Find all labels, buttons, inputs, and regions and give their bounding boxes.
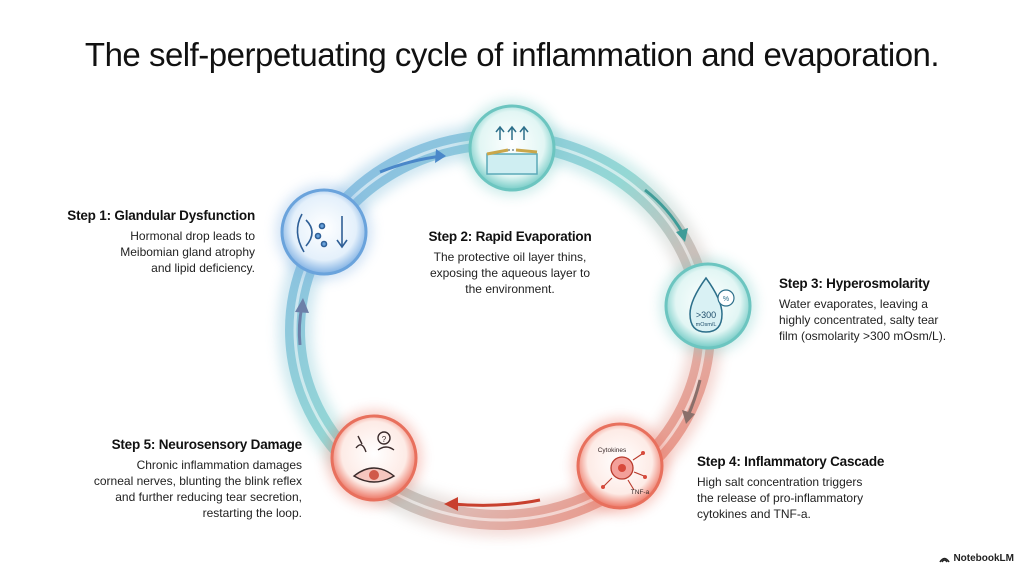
step3-line: film (osmolarity >300 mOsm/L). <box>779 329 947 343</box>
step2-line: The protective oil layer thins, <box>433 250 587 264</box>
step3-text: Step 3: Hyperosmolarity Water evaporates… <box>779 276 1009 344</box>
step5-line: corneal nerves, blunting the blink refle… <box>93 474 302 488</box>
osmolarity-value-label: >300 <box>696 310 716 320</box>
step4-line: High salt concentration triggers <box>697 475 863 489</box>
evaporation-icon <box>486 125 538 175</box>
arrow-right-bottom-icon <box>682 379 702 424</box>
step1-text: Step 1: Glandular Dysfunction Hormonal d… <box>30 208 255 276</box>
arrow-right-top-icon <box>644 188 688 242</box>
step2-node <box>464 100 560 196</box>
step5-line: restarting the loop. <box>202 506 302 520</box>
step4-node: Cytokines TNF-a <box>572 418 668 514</box>
step2-line: the environment. <box>465 282 555 296</box>
step4-heading: Step 4: Inflammatory Cascade <box>697 454 885 469</box>
brand-watermark: NotebookLM <box>939 553 1014 564</box>
step2-text: Step 2: Rapid Evaporation The protective… <box>410 229 610 297</box>
step2-line: exposing the aqueous layer to <box>429 266 591 280</box>
step3-node: % >300 mOsm/L <box>660 258 756 354</box>
salt-percent-label: % <box>723 296 729 303</box>
step4-text: Step 4: Inflammatory Cascade High salt c… <box>697 454 927 522</box>
step5-line: and further reducing tear secretion, <box>115 490 302 504</box>
step1-line: Meibomian gland atrophy <box>120 245 255 259</box>
step5-body: Chronic inflammation damages corneal ner… <box>40 457 302 521</box>
step1-node <box>276 184 372 280</box>
step5-heading: Step 5: Neurosensory Damage <box>111 437 303 452</box>
step2-heading: Step 2: Rapid Evaporation <box>428 229 592 244</box>
step1-body: Hormonal drop leads to Meibomian gland a… <box>30 228 255 276</box>
arrow-bottom-icon <box>444 497 541 511</box>
cytokines-label: Cytokines <box>598 447 627 454</box>
tnf-label: TNF-a <box>631 489 650 496</box>
cytokine-cell-icon: Cytokines TNF-a <box>598 447 650 496</box>
step5-node: ? <box>326 410 422 506</box>
step3-body: Water evaporates, leaving a highly conce… <box>779 296 1009 344</box>
step3-line: highly concentrated, salty tear <box>779 313 939 327</box>
question-label: ? <box>382 435 387 444</box>
brand-label: NotebookLM <box>953 553 1014 564</box>
step5-line: Chronic inflammation damages <box>136 458 302 472</box>
eye-gland-icon <box>296 213 348 253</box>
step4-line: the release of pro-inflammatory <box>697 491 864 505</box>
step3-heading: Step 3: Hyperosmolarity <box>779 276 930 291</box>
osmolarity-unit-label: mOsm/L <box>696 322 717 328</box>
arrow-top-icon <box>379 149 446 174</box>
arrow-left-icon <box>295 298 309 346</box>
step1-line: Hormonal drop leads to <box>130 229 255 243</box>
salty-drop-icon: % >300 mOsm/L <box>689 276 735 333</box>
step2-body: The protective oil layer thins, exposing… <box>410 249 610 297</box>
step5-text: Step 5: Neurosensory Damage Chronic infl… <box>40 437 302 521</box>
step1-heading: Step 1: Glandular Dysfunction <box>67 208 255 223</box>
page-title: The self-perpetuating cycle of inflammat… <box>84 36 940 73</box>
notebooklm-logo-icon <box>939 557 951 562</box>
step4-line: cytokines and TNF-a. <box>697 507 811 521</box>
damaged-eye-icon: ? <box>352 431 396 483</box>
step3-line: Water evaporates, leaving a <box>779 297 928 311</box>
step1-line: and lipid deficiency. <box>151 261 255 275</box>
step4-body: High salt concentration triggers the rel… <box>697 474 927 522</box>
